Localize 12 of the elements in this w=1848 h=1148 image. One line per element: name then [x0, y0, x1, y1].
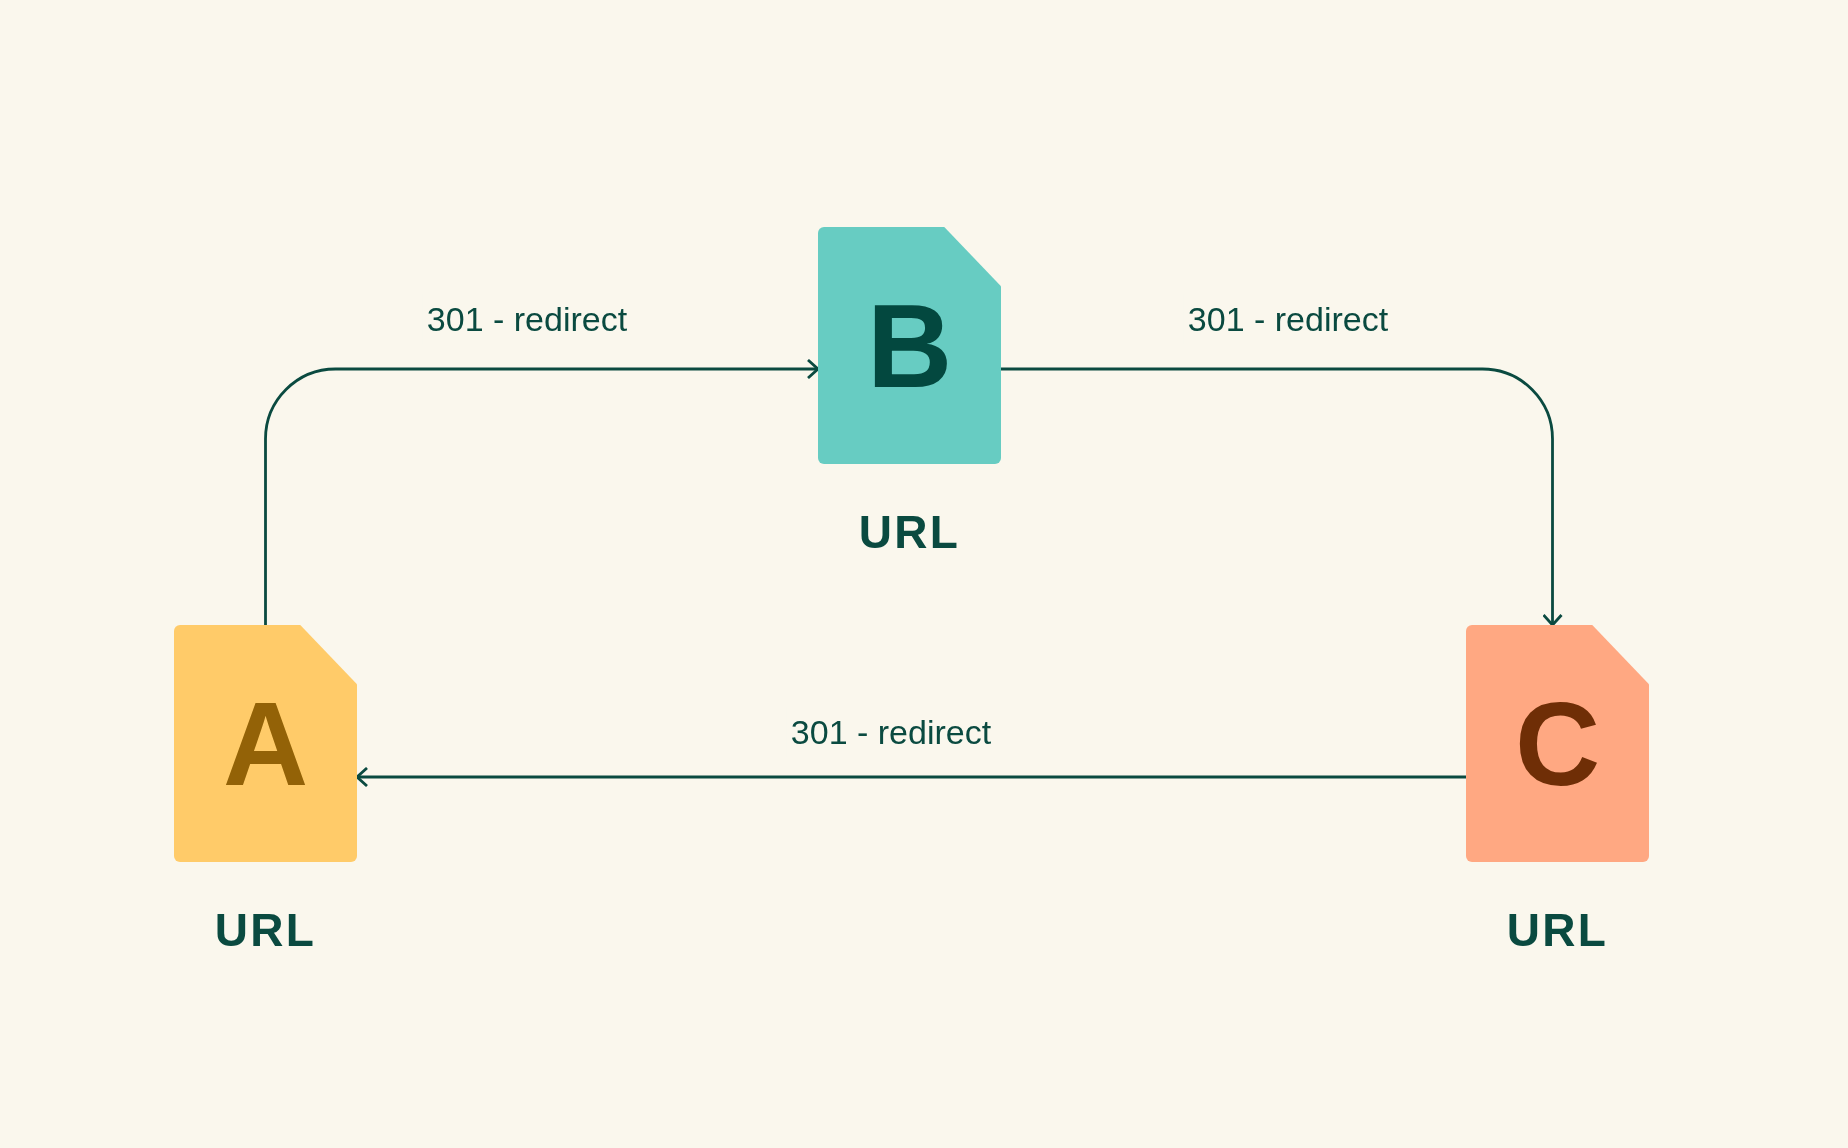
arrow — [355, 766, 1466, 788]
url-label: URL — [858, 505, 961, 560]
document-letter: B — [866, 286, 953, 405]
document-letter: C — [1514, 684, 1601, 803]
url-label: URL — [1506, 903, 1609, 958]
document-shape — [174, 625, 357, 862]
arrow — [264, 358, 820, 625]
url-label: URL — [214, 903, 317, 958]
document-letter: A — [222, 684, 309, 803]
document-shape — [818, 227, 1001, 464]
document-shape — [1466, 625, 1649, 862]
arrow — [1001, 367, 1563, 627]
